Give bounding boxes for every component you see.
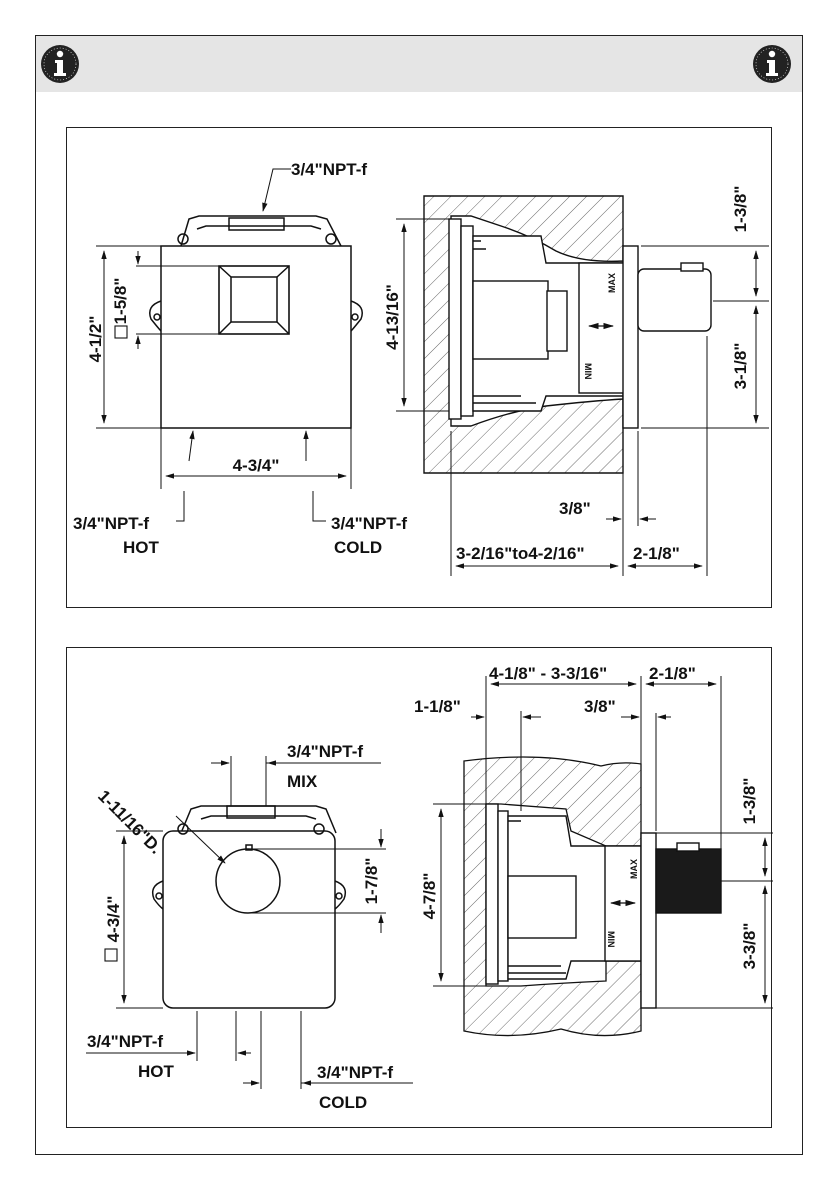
- front-view-body: [150, 216, 363, 428]
- panel-top-drawing: 3/4"NPT-f 4-1/2" 1-5/8" 4-3/4" 3/4"NPT-f…: [66, 127, 772, 608]
- dim-bottom-right-label: 3-3/8": [740, 923, 759, 970]
- hot-npt-label: 3/4"NPT-f: [87, 1032, 163, 1051]
- cold-npt-label: 3/4"NPT-f: [317, 1063, 393, 1082]
- mix-npt-label: 3/4"NPT-f: [287, 742, 363, 761]
- height-front-label: 4-1/2": [86, 316, 105, 363]
- info-icon: [752, 44, 792, 84]
- wall-height-label: 4-13/16": [383, 284, 402, 350]
- depth-range-label: 3-2/16"to4-2/16": [456, 544, 585, 563]
- cold-label: COLD: [319, 1093, 367, 1112]
- dim-top-right-label: 1-3/8": [731, 186, 750, 233]
- min-label: MIN: [583, 363, 593, 380]
- npt-top-label: 3/4"NPT-f: [291, 160, 367, 179]
- width-front-label: 4-3/4": [233, 456, 280, 475]
- dim-face-label: 3/8": [584, 697, 616, 716]
- depth-knob-label: 2-1/8": [633, 544, 680, 563]
- square-dim-label: 1-5/8": [111, 278, 130, 325]
- height-front-label: 4-3/4": [104, 896, 123, 943]
- knob-offset-label: 1-7/8": [362, 858, 381, 905]
- diameter-label: 1-11/16"D.: [94, 786, 165, 857]
- wall-height-label: 4-7/8": [420, 873, 439, 920]
- cold-npt-label: 3/4"NPT-f: [331, 514, 407, 533]
- max-label: MAX: [607, 273, 617, 293]
- min-label: MIN: [606, 931, 616, 948]
- max-label: MAX: [629, 859, 639, 879]
- hot-label: HOT: [138, 1062, 175, 1081]
- panel-bottom-drawing: 1-11/16"D. 3/4"NPT-f MIX 4-3/4" 1-7/8" 3…: [66, 647, 772, 1128]
- mix-label: MIX: [287, 772, 318, 791]
- hot-label: HOT: [123, 538, 160, 557]
- info-icon: [40, 44, 80, 84]
- dim-face-label: 3/8": [559, 499, 591, 518]
- cold-label: COLD: [334, 538, 382, 557]
- front-view-body: [153, 806, 346, 1008]
- top-drawing: 3/4"NPT-f 4-1/2" 1-5/8" 4-3/4" 3/4"NPT-f…: [67, 128, 773, 609]
- depth-range-label: 4-1/8" - 3-3/16": [489, 664, 607, 683]
- bottom-drawing: 1-11/16"D. 3/4"NPT-f MIX 4-3/4" 1-7/8" 3…: [67, 648, 773, 1129]
- dim-top-right-label: 1-3/8": [740, 778, 759, 825]
- depth-knob-label: 2-1/8": [649, 664, 696, 683]
- hot-npt-label: 3/4"NPT-f: [73, 514, 149, 533]
- header-band: [36, 36, 802, 92]
- dim-left-label: 1-1/8": [414, 697, 461, 716]
- dim-bottom-right-label: 3-1/8": [731, 343, 750, 390]
